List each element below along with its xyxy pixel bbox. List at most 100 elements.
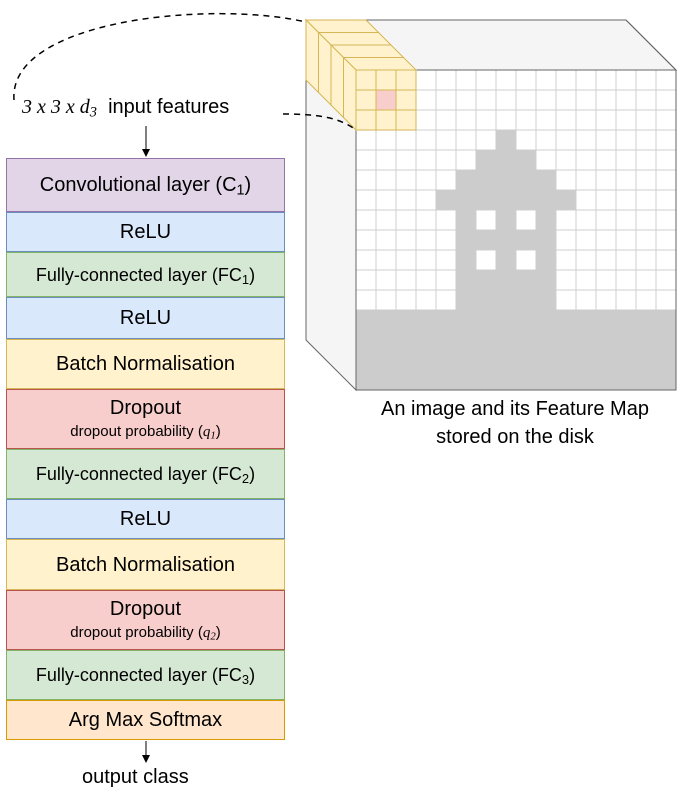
image-pixel-filled (515, 329, 537, 351)
image-pixel-empty (455, 149, 477, 171)
image-pixel-empty (555, 149, 577, 171)
image-pixel-empty (415, 249, 437, 271)
layer-batch-normalisation-1: Batch Normalisation (6, 339, 285, 389)
image-pixel-empty (555, 69, 577, 91)
image-pixel-empty (595, 169, 617, 191)
image-pixel-filled (575, 369, 597, 391)
caption-line-2: stored on the disk (436, 426, 594, 448)
image-pixel-filled (455, 209, 477, 231)
image-pixel-filled (575, 329, 597, 351)
image-pixel-empty (515, 109, 537, 131)
image-pixel-empty (455, 129, 477, 151)
image-pixel-filled (535, 289, 557, 311)
image-pixel-filled (415, 349, 437, 371)
receptive-field-center-pixel (375, 89, 397, 111)
image-pixel-filled (595, 369, 617, 391)
image-pixel-filled (515, 289, 537, 311)
image-pixel-filled (415, 369, 437, 391)
image-pixel-empty (575, 289, 597, 311)
image-pixel-filled (475, 329, 497, 351)
output-class-label: output class (82, 766, 189, 788)
image-pixel-filled (475, 349, 497, 371)
image-pixel-filled (495, 189, 517, 211)
image-pixel-empty (595, 229, 617, 251)
image-pixel-empty (595, 289, 617, 311)
image-pixel-filled (555, 309, 577, 331)
image-pixel-empty (515, 249, 537, 271)
receptive-field-cell (355, 109, 377, 131)
image-pixel-empty (435, 89, 457, 111)
receptive-field-depth-side (318, 31, 332, 107)
image-pixel-filled (495, 229, 517, 251)
layer-relu-3: ReLU (6, 499, 285, 539)
image-pixel-filled (455, 369, 477, 391)
image-pixel-empty (555, 229, 577, 251)
image-pixel-filled (495, 349, 517, 371)
image-pixel-filled (355, 329, 377, 351)
image-pixel-empty (655, 229, 677, 251)
image-pixel-filled (355, 369, 377, 391)
image-pixel-filled (595, 349, 617, 371)
image-pixel-empty (355, 129, 377, 151)
image-pixel-filled (635, 329, 657, 351)
image-pixel-empty (475, 69, 497, 91)
image-pixel-empty (355, 289, 377, 311)
image-pixel-filled (495, 249, 517, 271)
image-pixel-filled (455, 229, 477, 251)
image-pixel-empty (395, 249, 417, 271)
image-pixel-filled (555, 189, 577, 211)
image-pixel-empty (655, 249, 677, 271)
image-pixel-filled (595, 309, 617, 331)
image-pixel-filled (455, 289, 477, 311)
image-pixel-filled (515, 169, 537, 191)
image-pixel-empty (415, 109, 437, 131)
image-pixel-empty (375, 229, 397, 251)
image-pixel-filled (635, 349, 657, 371)
image-pixel-empty (615, 169, 637, 191)
image-pixel-empty (355, 249, 377, 271)
image-pixel-filled (535, 349, 557, 371)
receptive-field-cell (375, 109, 397, 131)
image-pixel-filled (355, 309, 377, 331)
image-pixel-empty (655, 189, 677, 211)
image-pixel-empty (395, 129, 417, 151)
image-pixel-empty (615, 229, 637, 251)
image-pixel-filled (515, 229, 537, 251)
layer-fully-connected-fc1: Fully-connected layer (FC1) (6, 252, 285, 297)
image-pixel-empty (615, 209, 637, 231)
image-pixel-filled (535, 209, 557, 231)
image-pixel-empty (575, 109, 597, 131)
image-pixel-filled (575, 309, 597, 331)
caption-line-1: An image and its Feature Map (381, 398, 649, 420)
image-pixel-filled (615, 369, 637, 391)
image-pixel-filled (475, 149, 497, 171)
image-pixel-filled (495, 309, 517, 331)
image-pixel-filled (375, 329, 397, 351)
image-pixel-empty (615, 289, 637, 311)
image-pixel-empty (355, 189, 377, 211)
receptive-field-depth-side (343, 56, 357, 132)
image-pixel-empty (395, 149, 417, 171)
image-pixel-empty (475, 89, 497, 111)
image-pixel-empty (535, 149, 557, 171)
image-pixel-filled (435, 329, 457, 351)
layer-fully-connected-fc3: Fully-connected layer (FC3) (6, 650, 285, 700)
image-pixel-empty (655, 149, 677, 171)
image-pixel-empty (435, 229, 457, 251)
image-pixel-empty (555, 249, 577, 271)
image-pixel-empty (635, 269, 657, 291)
image-pixel-empty (595, 109, 617, 131)
image-pixel-empty (635, 149, 657, 171)
image-pixel-empty (575, 229, 597, 251)
image-pixel-empty (655, 169, 677, 191)
image-pixel-filled (655, 309, 677, 331)
image-pixel-empty (635, 209, 657, 231)
image-pixel-empty (615, 89, 637, 111)
image-pixel-filled (435, 349, 457, 371)
image-pixel-empty (635, 129, 657, 151)
image-pixel-filled (515, 189, 537, 211)
receptive-field-cell (375, 69, 397, 91)
image-pixel-empty (415, 89, 437, 111)
image-pixel-filled (455, 349, 477, 371)
layer-relu-1: ReLU (6, 212, 285, 252)
